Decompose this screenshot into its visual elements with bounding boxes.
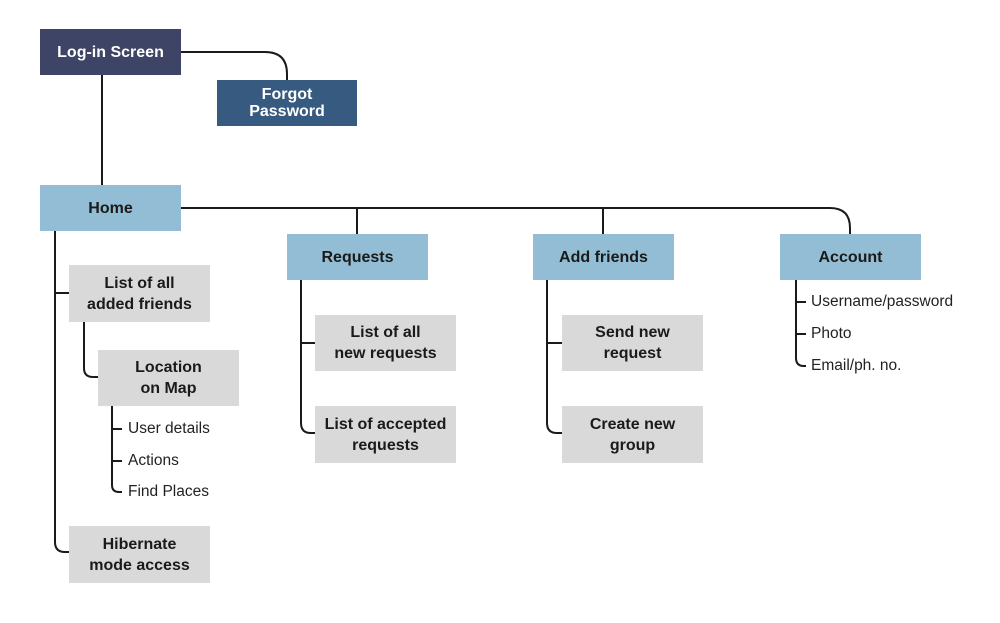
home-box: Home [40,185,181,231]
create-new-group-box: Create new group [562,406,703,463]
new-requests-box: List of all new requests [315,315,456,371]
leaf-photo: Photo [811,325,852,342]
location-on-map-box: Location on Map [98,350,239,406]
leaf-username-password: Username/password [811,293,954,310]
account-box: Account [780,234,921,280]
connector-home-bus [181,207,851,234]
connector-account-leaves [795,279,806,367]
connector-requests-trunk [300,279,315,434]
accepted-requests-box: List of accepted requests [315,406,456,463]
leaf-find-places: Find Places [128,483,209,500]
add-friends-box: Add friends [533,234,674,280]
leaf-email-phone: Email/ph. no. [811,357,902,374]
connector-location-leaves [111,406,122,493]
connector-addfriends-trunk [546,279,562,434]
leaf-actions: Actions [128,452,179,469]
connector-friends-location [83,322,98,378]
hibernate-mode-box: Hibernate mode access [69,526,210,583]
leaf-user-details: User details [128,420,210,437]
send-new-request-box: Send new request [562,315,703,371]
list-added-friends-box: List of all added friends [69,265,210,322]
login-screen-box: Log-in Screen [40,29,181,75]
connector-home-trunk [54,230,69,553]
requests-box: Requests [287,234,428,280]
connector-login-forgot [181,51,288,80]
forgot-password-box: Forgot Password [217,80,357,126]
